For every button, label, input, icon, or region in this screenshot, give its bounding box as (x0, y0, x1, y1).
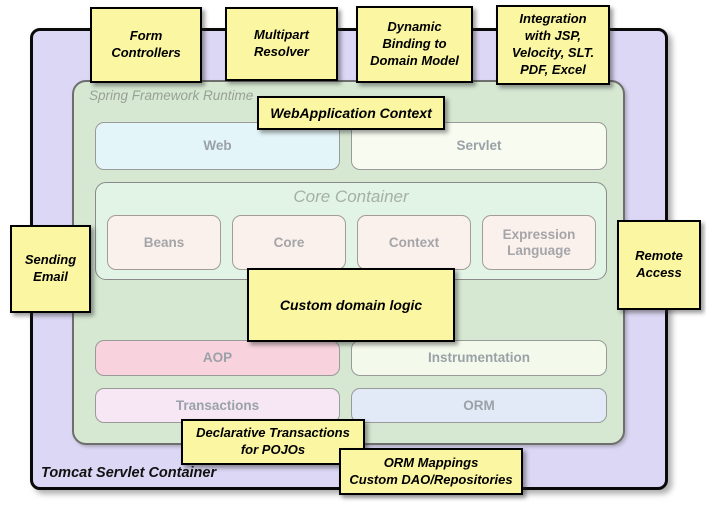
note-declarative-transactions: Declarative Transactions for POJOs (181, 419, 365, 465)
tomcat-container-label: Tomcat Servlet Container (41, 465, 217, 481)
note-form-controllers: Form Controllers (90, 7, 202, 83)
module-core: Core (232, 215, 346, 270)
note-multipart-resolver: Multipart Resolver (225, 7, 338, 81)
module-beans-label: Beans (143, 234, 185, 250)
module-beans: Beans (107, 215, 221, 270)
module-expression-language-label: Expression Language (502, 226, 576, 258)
module-web: Web (95, 122, 340, 170)
module-instrumentation-label: Instrumentation (427, 350, 530, 366)
module-aop: AOP (95, 340, 340, 376)
module-web-label: Web (203, 138, 232, 154)
module-transactions-label: Transactions (175, 397, 260, 413)
note-webapplication-context: WebApplication Context (257, 96, 445, 130)
module-servlet-label: Servlet (456, 138, 502, 154)
note-dynamic-binding: Dynamic Binding to Domain Model (356, 6, 473, 83)
spring-framework-runtime: Spring Framework Runtime Web Servlet Cor… (72, 80, 625, 445)
core-container-title: Core Container (293, 187, 409, 206)
module-context-label: Context (388, 234, 440, 250)
note-sending-email: Sending Email (10, 225, 91, 313)
note-orm-mappings: ORM Mappings Custom DAO/Repositories (339, 448, 523, 495)
module-core-label: Core (273, 234, 305, 250)
module-orm-label: ORM (463, 397, 495, 413)
module-transactions: Transactions (95, 388, 340, 423)
runtime-label: Spring Framework Runtime (89, 88, 254, 103)
module-instrumentation: Instrumentation (351, 340, 607, 376)
module-servlet: Servlet (351, 122, 607, 170)
note-integration-views: Integration with JSP, Velocity, SLT. PDF… (496, 5, 610, 85)
core-container: Core Container Beans Core Context Expres… (95, 182, 607, 280)
module-context: Context (357, 215, 471, 270)
note-custom-domain-logic: Custom domain logic (247, 268, 455, 342)
note-remote-access: Remote Access (617, 220, 701, 310)
module-aop-label: AOP (202, 350, 233, 366)
module-expression-language: Expression Language (482, 215, 596, 270)
module-orm: ORM (351, 388, 607, 423)
